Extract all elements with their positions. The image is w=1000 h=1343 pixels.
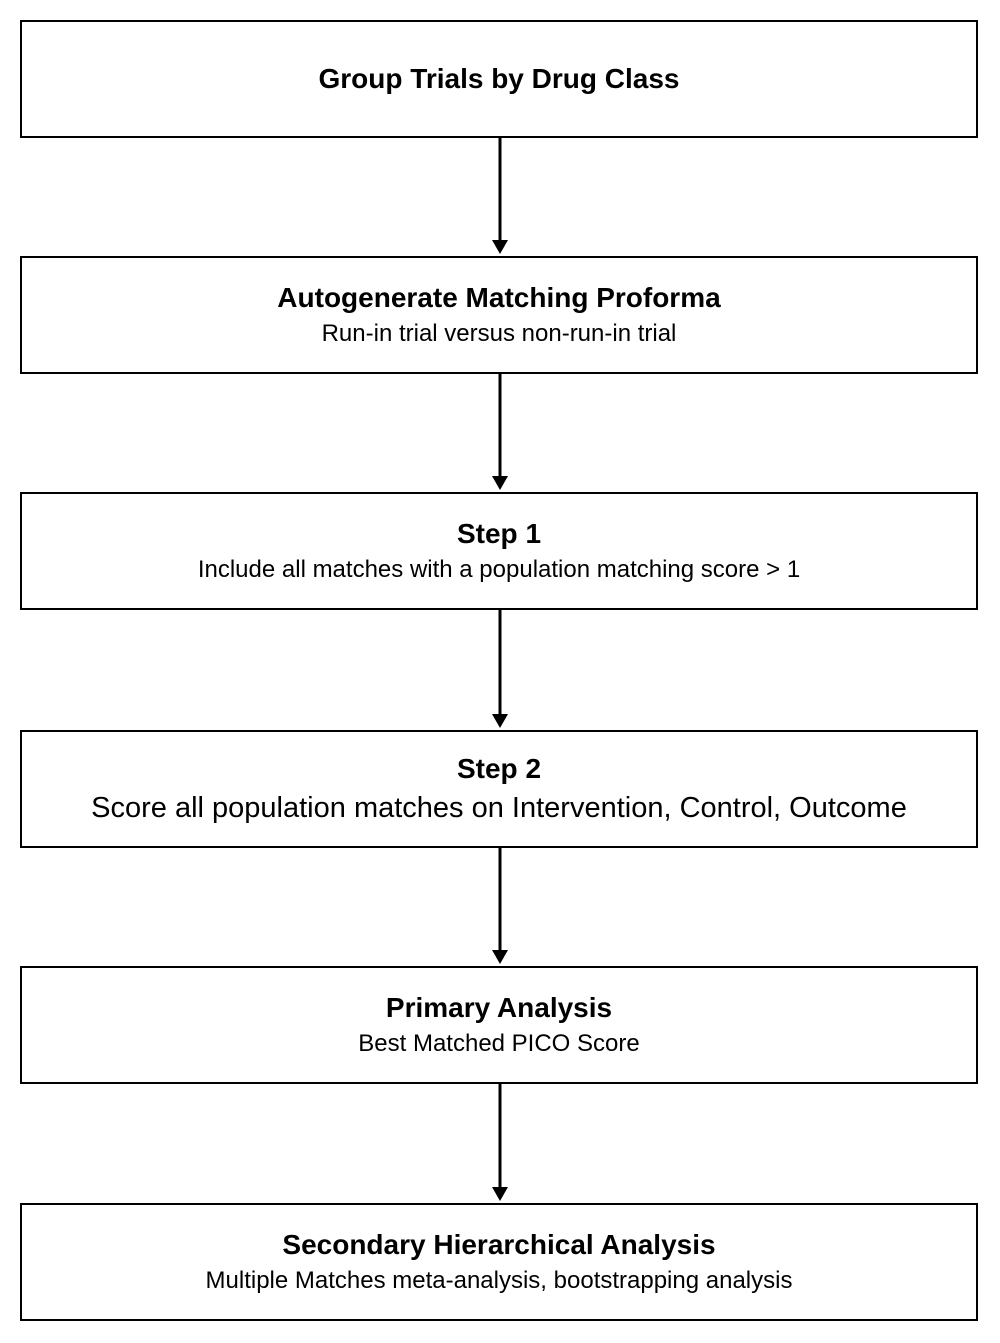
step-subtitle: Multiple Matches meta-analysis, bootstra… [205, 1267, 793, 1294]
step-title: Group Trials by Drug Class [318, 63, 680, 94]
step-subtitle: Best Matched PICO Score [358, 1030, 640, 1057]
step-subtitle: Include all matches with a population ma… [197, 556, 801, 583]
step-box-step-2: Step 2 Score all population matches on I… [20, 730, 978, 848]
arrow-3-to-4 [492, 610, 508, 728]
arrow-4-to-5 [492, 848, 508, 964]
step-box-autogenerate-proforma: Autogenerate Matching Proforma Run-in tr… [20, 256, 978, 374]
arrow-2-to-3 [492, 374, 508, 490]
step-title: Autogenerate Matching Proforma [277, 282, 721, 313]
step-subtitle: Run-in trial versus non-run-in trial [321, 320, 677, 347]
arrow-5-to-6 [492, 1084, 508, 1201]
step-box-secondary-analysis: Secondary Hierarchical Analysis Multiple… [20, 1203, 978, 1321]
step-title: Step 2 [456, 753, 542, 784]
step-title: Step 1 [456, 518, 542, 549]
step-box-primary-analysis: Primary Analysis Best Matched PICO Score [20, 966, 978, 1084]
arrow-1-to-2 [492, 138, 508, 254]
step-box-step-1: Step 1 Include all matches with a popula… [20, 492, 978, 610]
step-subtitle: Score all population matches on Interven… [91, 792, 907, 824]
step-box-group-trials: Group Trials by Drug Class [20, 20, 978, 138]
step-title: Primary Analysis [385, 992, 613, 1023]
step-title: Secondary Hierarchical Analysis [282, 1229, 716, 1260]
